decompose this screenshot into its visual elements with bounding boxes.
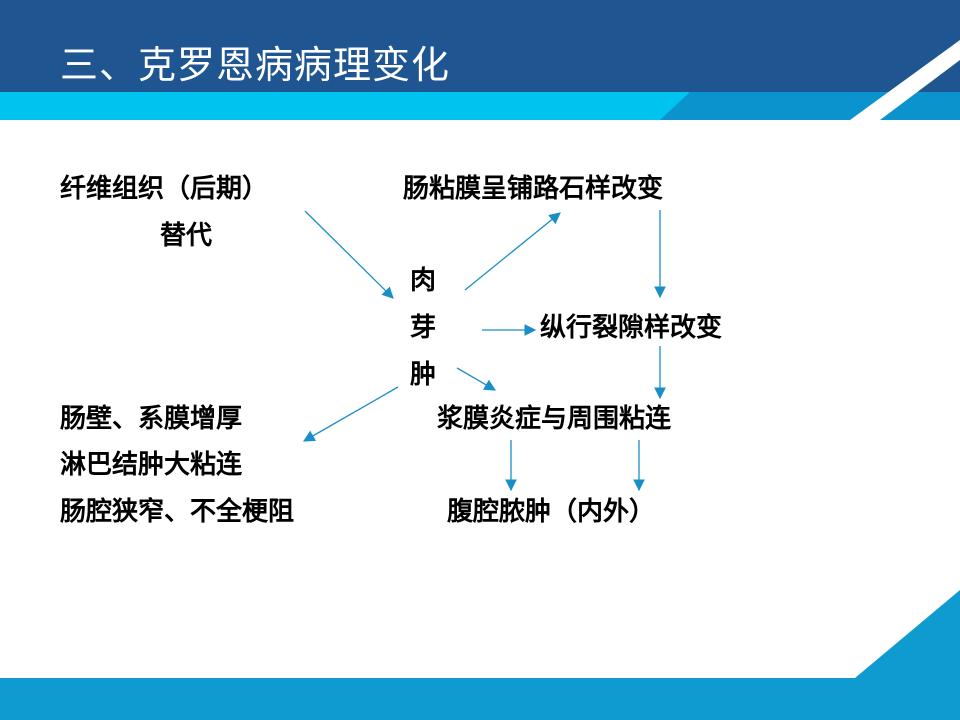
node-granuloma-char-2: 芽 [410, 313, 437, 343]
node-fissure: 纵行裂隙样改变 [540, 313, 723, 343]
node-granuloma-char-3: 肿 [410, 360, 437, 390]
arrow-granuloma-to-cobblestone [464, 212, 561, 291]
node-fibrous-tissue: 纤维组织（后期） [60, 174, 269, 204]
arrow-granuloma-to-serosa [456, 367, 497, 391]
arrow-granuloma-to-wall [302, 386, 399, 442]
header-bar [0, 0, 960, 92]
node-granuloma-char-1: 肉 [410, 266, 437, 296]
node-lymph-node: 淋巴结肿大粘连 [60, 450, 243, 480]
node-abscess: 腹腔脓肿（内外） [447, 497, 656, 527]
arrow-fibrous-to-granuloma [304, 210, 394, 299]
node-wall-thickening: 肠壁、系膜增厚 [60, 404, 243, 434]
page-title: 三、克罗恩病病理变化 [60, 43, 451, 87]
header-accent-band [0, 92, 960, 120]
node-cobblestone: 肠粘膜呈铺路石样改变 [403, 174, 664, 204]
node-stenosis: 肠腔狭窄、不全梗阻 [60, 497, 295, 527]
node-fibrous-replace: 替代 [160, 221, 213, 251]
header-corner-stripe [850, 40, 960, 120]
node-serosa: 浆膜炎症与周围粘连 [437, 404, 672, 434]
